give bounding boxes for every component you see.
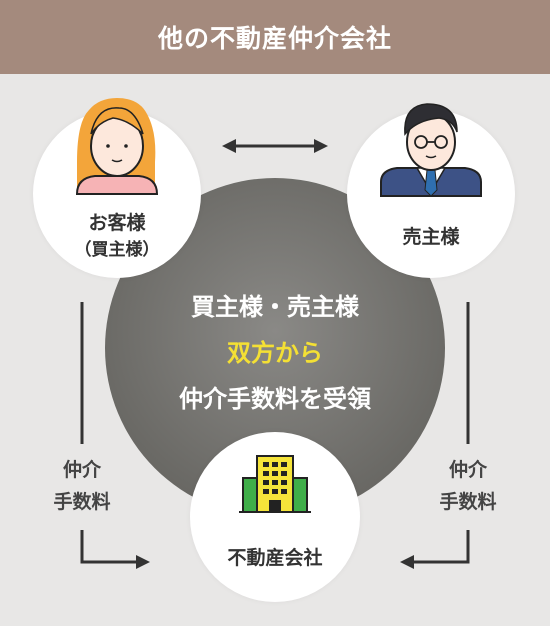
left-fee-label: 仲介 手数料 xyxy=(32,454,132,518)
left-fee-label-line2: 手数料 xyxy=(53,491,111,513)
seller-node xyxy=(347,110,515,278)
page-title: 他の不動産仲介会社 xyxy=(0,0,550,74)
agency-label: 不動産会社 xyxy=(227,547,323,569)
right-fee-label: 仲介 手数料 xyxy=(418,454,518,518)
right-fee-label-line1: 仲介 xyxy=(448,459,487,481)
right-fee-arrowhead-icon xyxy=(400,555,414,569)
left-fee-label-line1: 仲介 xyxy=(62,459,101,481)
arrowhead-right-icon xyxy=(314,139,328,153)
customer-label: お客様 xyxy=(88,212,146,234)
agency-node xyxy=(190,432,360,602)
center-text-line3: 仲介手数料を受領 xyxy=(179,385,371,413)
seller-label: 売主様 xyxy=(402,226,460,248)
center-text-line1: 買主様・売主様 xyxy=(191,293,359,321)
center-text-highlight: 双方から xyxy=(227,339,323,367)
customer-sublabel: （買主様） xyxy=(74,240,160,260)
right-fee-label-line2: 手数料 xyxy=(439,491,497,513)
arrowhead-left-icon xyxy=(222,139,236,153)
left-fee-arrowhead-icon xyxy=(136,555,150,569)
